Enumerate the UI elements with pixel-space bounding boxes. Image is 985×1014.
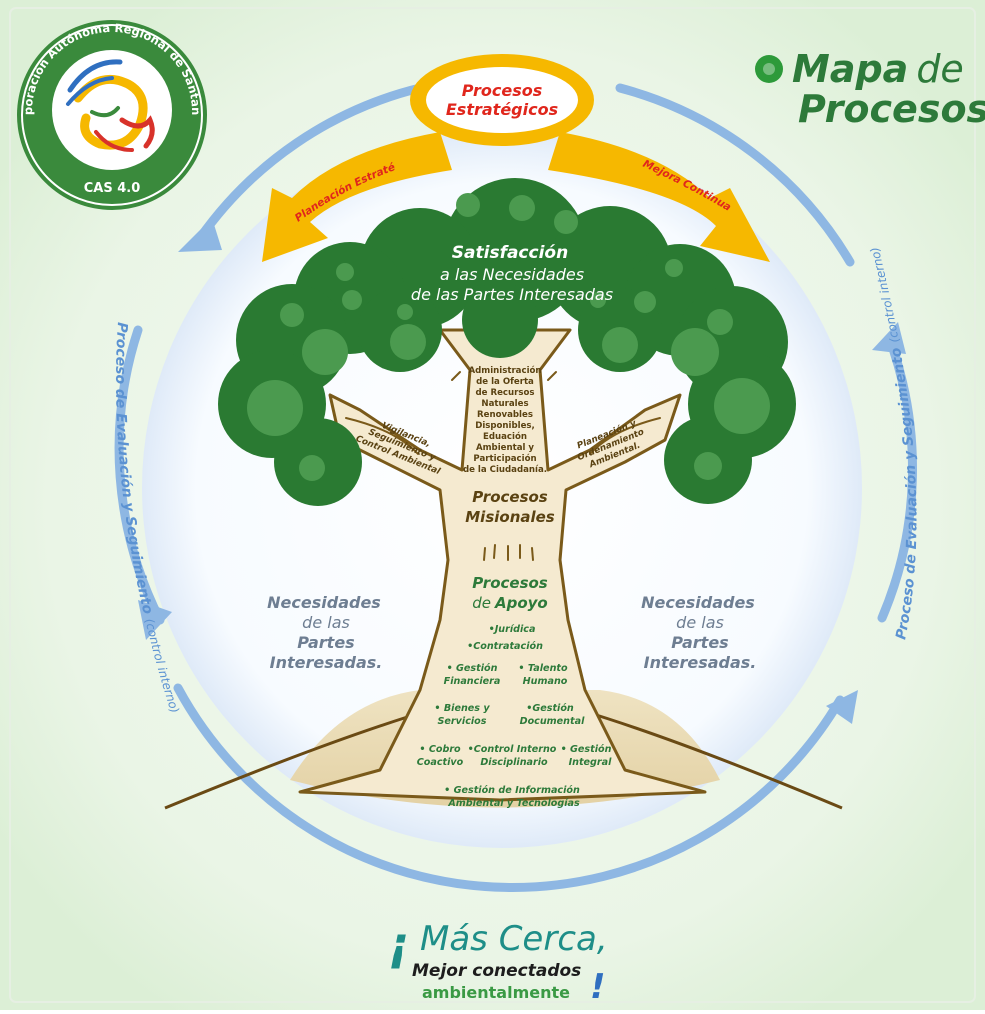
slogan-line3: ambientalmente	[422, 983, 570, 1002]
support-talento-1: • Talento	[518, 663, 568, 674]
cycle-arc-bottom	[173, 683, 845, 892]
slogan-close-mark: !	[590, 967, 606, 1007]
logo-emblem	[66, 59, 155, 152]
frame-border	[9, 7, 976, 1003]
support-integral-1: • Gestión	[561, 743, 612, 755]
support-juridica: •Jurídica	[489, 623, 536, 635]
support-documental-2: Documental	[520, 716, 585, 727]
needs-left: Necesidades de las Partes Interesadas.	[267, 593, 382, 672]
strategic-processes-node: Procesos Estratégicos	[410, 54, 594, 146]
arrowhead-top-left	[178, 218, 222, 252]
missional-processes: Procesos Misionales	[465, 488, 555, 526]
canopy-line2: a las Necesidades	[440, 265, 584, 284]
support-financiera-2: Financiera	[444, 676, 501, 687]
arrow-mejora	[548, 132, 770, 262]
center-line-8: Participación	[473, 453, 536, 464]
slogan-line2: Mejor conectados	[412, 961, 581, 981]
center-line-2: de Recursos	[475, 388, 534, 398]
canopy-text: Satisfacción a las Necesidades de las Pa…	[411, 243, 613, 304]
needs-right-line-3: Interesadas.	[644, 653, 757, 672]
support-bienes-2: Servicios	[438, 716, 487, 727]
strategic-line1: Procesos	[462, 81, 543, 100]
support-documental-1: •Gestión	[526, 702, 574, 714]
logo-version: CAS 4.0	[84, 181, 141, 196]
arrow-planeacion	[262, 132, 452, 262]
center-line-3: Naturales	[481, 399, 528, 409]
title-bullet-icon	[755, 55, 783, 83]
needs-right: Necesidades de las Partes Interesadas.	[641, 593, 756, 672]
support-control-1: •Control Interno	[468, 744, 557, 755]
center-line-6: Eduación	[483, 431, 527, 442]
support-financiera-1: • Gestión	[447, 662, 498, 674]
needs-right-line-1: de las	[676, 613, 724, 632]
center-line-5: Disponibles,	[475, 421, 535, 431]
cycle-arc-top-left	[195, 83, 425, 243]
center-line-0: Administración	[468, 365, 541, 376]
tree-trunk	[298, 328, 707, 802]
support-cobro-1: • Cobro	[419, 744, 461, 755]
support-line1: Procesos	[472, 574, 548, 592]
cycle-arc-right	[877, 335, 917, 623]
strategic-line2: Estratégicos	[446, 100, 558, 119]
needs-left-line-3: Interesadas.	[270, 653, 383, 672]
cycle-arc-left	[114, 325, 165, 625]
needs-right-line-2: Partes	[671, 633, 728, 652]
center-line-1: de la Oferta	[476, 377, 534, 387]
cycle-arrows	[114, 83, 917, 892]
arrowhead-bottom	[826, 690, 858, 724]
arrowhead-right	[872, 322, 906, 354]
canopy-line1: Satisfacción	[452, 243, 568, 263]
support-items: •Jurídica •Contratación • Gestión Financ…	[417, 623, 612, 809]
canopy-highlights	[247, 193, 770, 481]
center-line-9: de la Ciudadanía.	[463, 465, 547, 475]
support-info-1: • Gestión de Información	[444, 784, 580, 796]
cycle-arrowheads	[138, 218, 906, 724]
slogan: ¡ Más Cerca, Mejor conectados ambientalm…	[388, 917, 608, 1007]
support-contratacion: •Contratación	[467, 640, 543, 652]
support-bienes-1: • Bienes y	[434, 703, 490, 714]
missional-line1: Procesos	[472, 488, 548, 506]
slogan-line1: Más Cerca,	[420, 919, 608, 959]
canopy-line3: de las Partes Interesadas	[411, 285, 613, 304]
support-info-2: Ambiental y Tecnologías	[447, 797, 580, 809]
needs-left-line-0: Necesidades	[267, 593, 381, 612]
center-branch-text: Administración de la Oferta de Recursos …	[463, 365, 547, 475]
slogan-open-mark: ¡	[388, 917, 409, 971]
arrowhead-left	[138, 600, 172, 640]
support-control-2: Disciplinario	[480, 757, 548, 768]
missional-line2: Misionales	[465, 508, 555, 526]
support-cobro-2: Coactivo	[417, 757, 464, 768]
needs-left-line-2: Partes	[297, 633, 354, 652]
title-line2: Procesos	[798, 87, 985, 131]
center-line-4: Renovables	[477, 410, 533, 420]
needs-left-line-1: de las	[302, 613, 350, 632]
needs-right-line-0: Necesidades	[641, 593, 755, 612]
center-line-7: Ambiental y	[476, 443, 534, 453]
support-integral-2: Integral	[569, 757, 613, 768]
cycle-arc-top-right	[615, 83, 855, 267]
support-talento-2: Humano	[523, 676, 568, 687]
